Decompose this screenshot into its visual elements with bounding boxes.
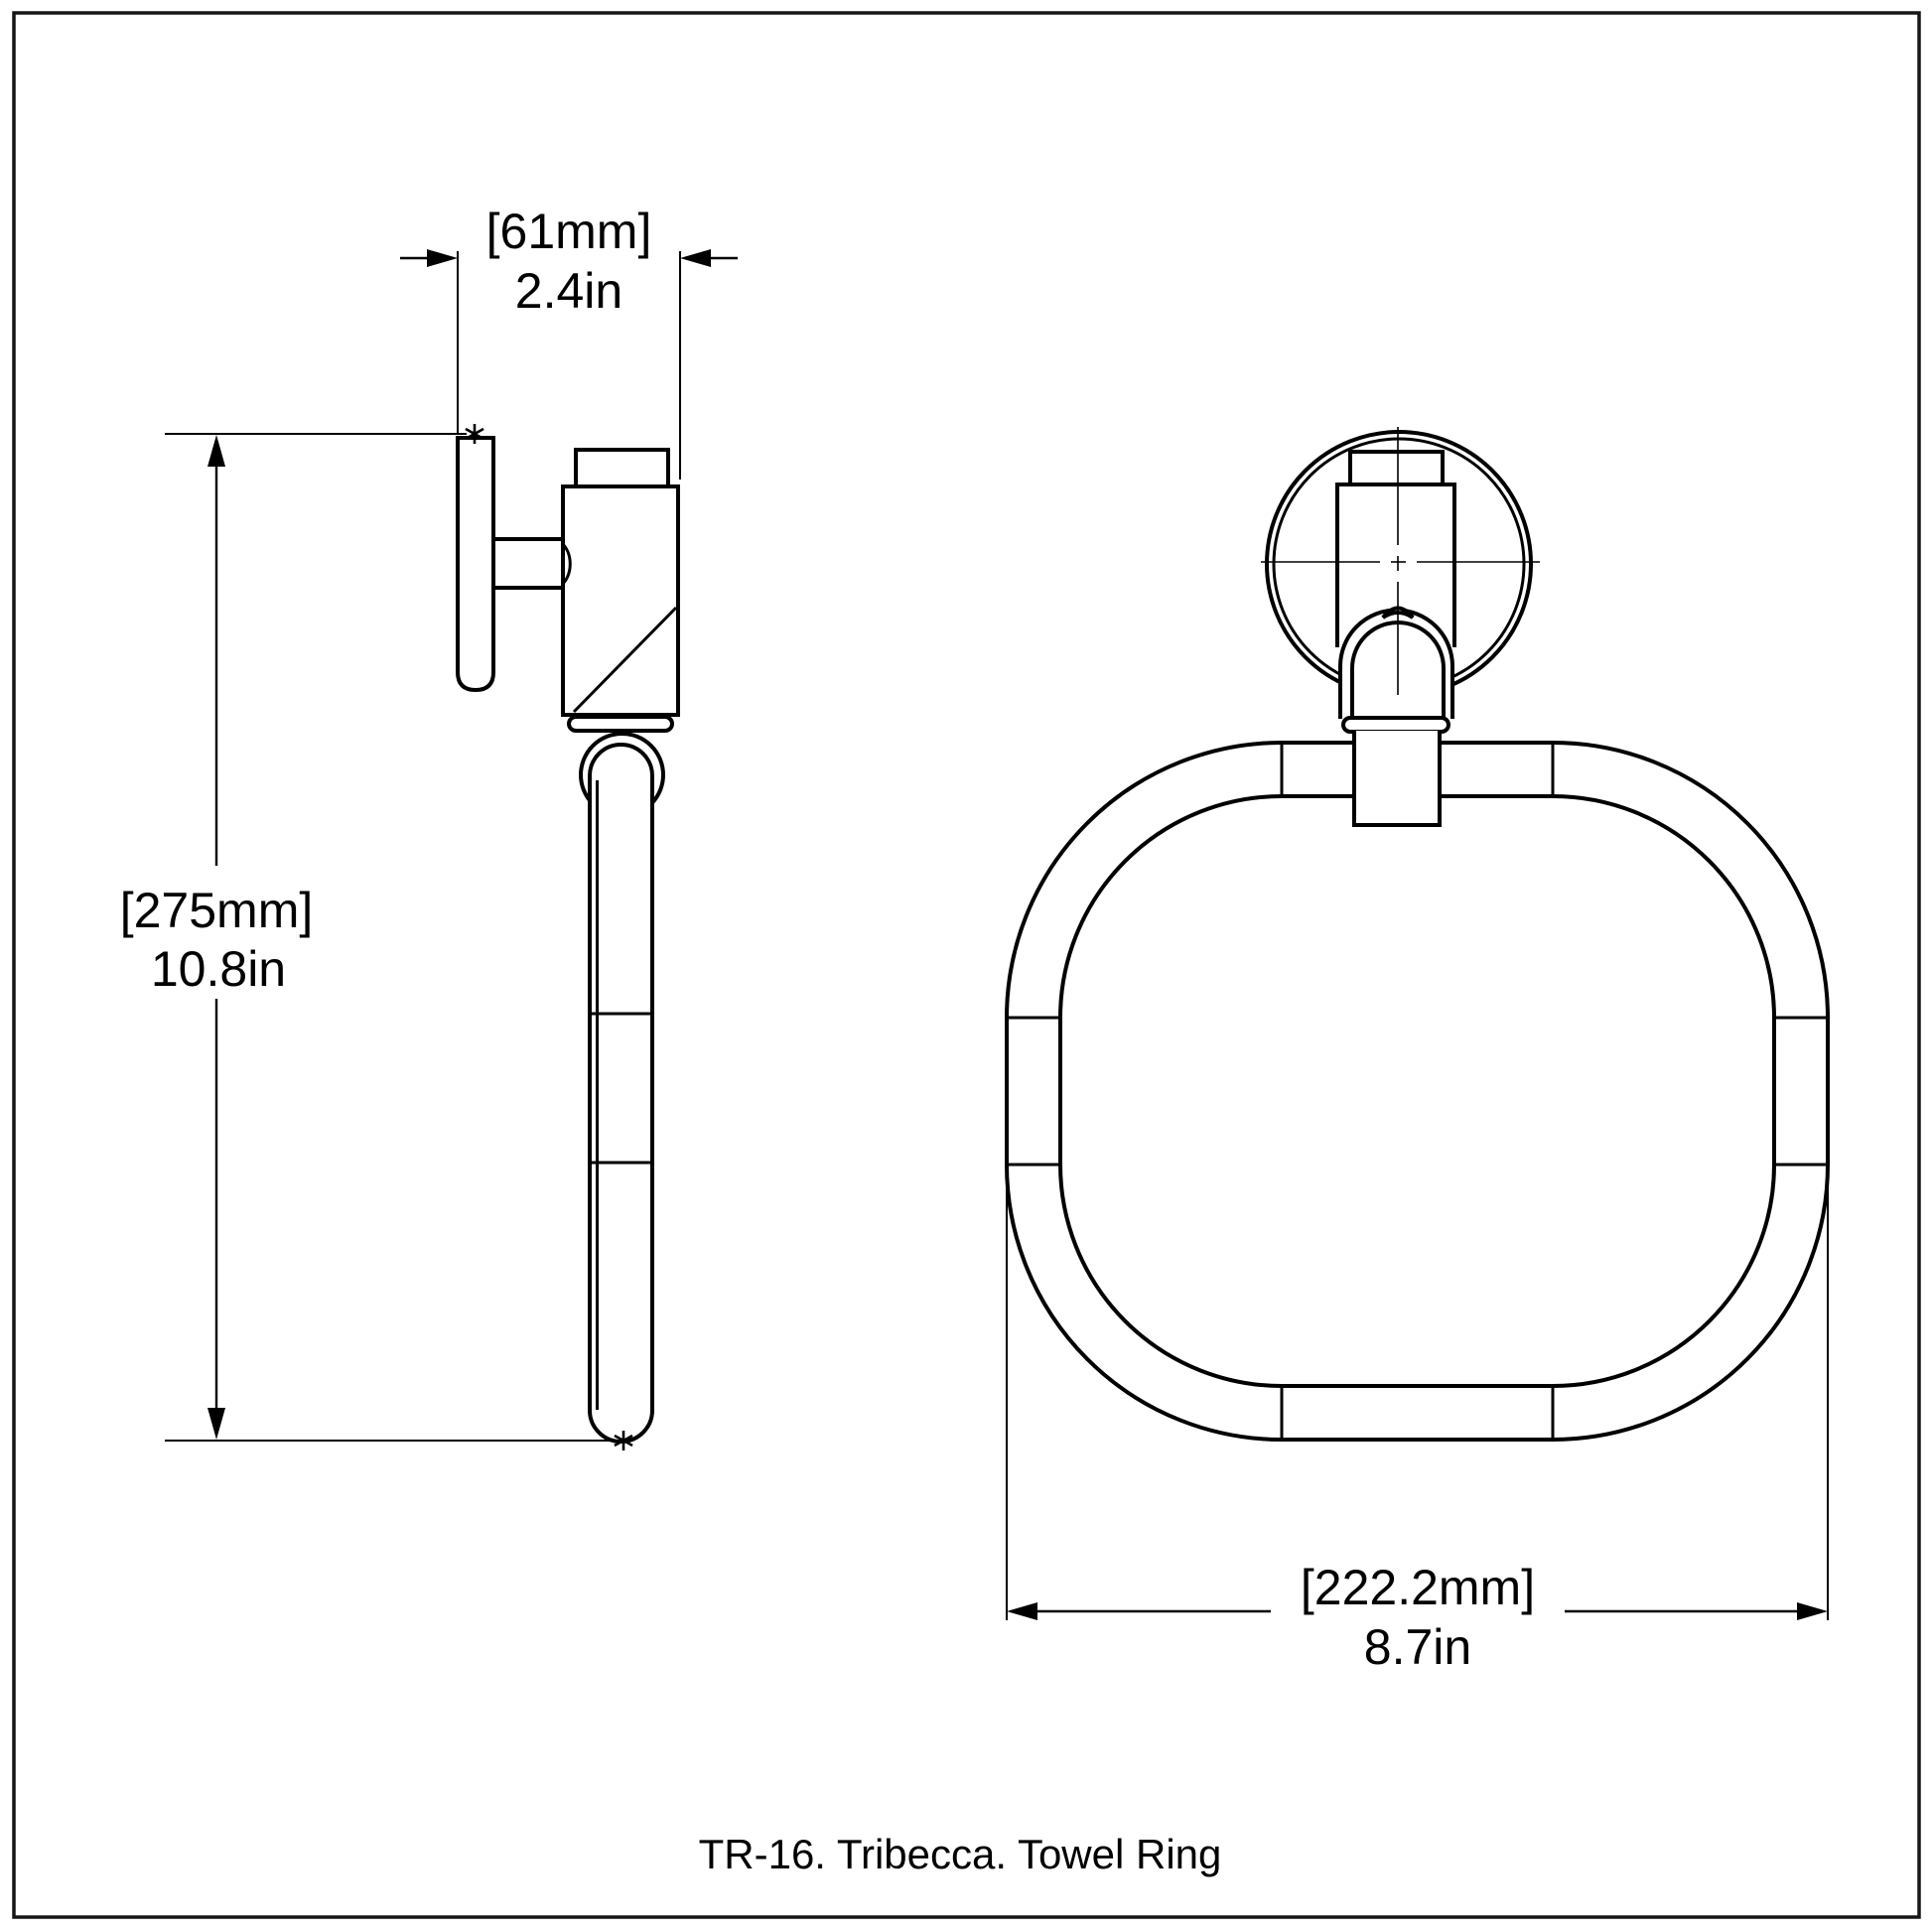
mount-width-imperial-label: 2.4in <box>515 263 622 319</box>
dimension-mount-width: [61mm] 2.4in <box>400 204 738 480</box>
height-metric-label: [275mm] <box>120 883 314 938</box>
drawing-caption: TR-16. Tribecca. Towel Ring <box>699 1831 1222 1877</box>
height-arrow-up <box>207 435 225 467</box>
ring-width-arrow-right <box>1797 1602 1828 1620</box>
front-ring-connector <box>1352 731 1442 827</box>
front-set-screw-block <box>1348 450 1445 486</box>
side-view <box>456 436 680 1444</box>
ring-width-imperial-label: 8.7in <box>1364 1619 1471 1675</box>
height-arrow-down <box>207 1408 225 1440</box>
side-collar-flange <box>567 715 674 733</box>
side-ring-loop <box>588 743 654 1444</box>
mount-width-metric-label: [61mm] <box>486 204 652 259</box>
front-collar-flange <box>1341 716 1450 734</box>
ring-width-arrow-left <box>1007 1602 1037 1620</box>
height-imperial-label: 10.8in <box>151 941 286 997</box>
side-top-cap <box>574 448 670 488</box>
side-wall-plate <box>456 436 495 693</box>
mount-width-arrow-right <box>680 249 711 267</box>
front-view <box>1005 427 1830 1442</box>
dimension-ring-width: [222.2mm] 8.7in <box>1006 1170 1829 1675</box>
side-mounting-post <box>491 537 565 590</box>
mount-width-arrow-left <box>427 249 458 267</box>
front-hook-arch-peak <box>1381 606 1415 620</box>
ring-width-metric-label: [222.2mm] <box>1301 1560 1535 1615</box>
side-bracket-body <box>561 484 680 717</box>
drawing-border-frame <box>12 11 1921 1919</box>
front-centerlines <box>1261 427 1540 695</box>
dimension-overall-height: [275mm] 10.8in <box>120 424 633 1450</box>
side-post-end-curve <box>560 541 572 587</box>
front-ring-inner <box>1058 794 1776 1388</box>
height-datum-star-top <box>465 424 484 444</box>
side-bracket-diagonal-seam <box>572 606 678 714</box>
height-datum-star-bottom <box>614 1431 633 1450</box>
